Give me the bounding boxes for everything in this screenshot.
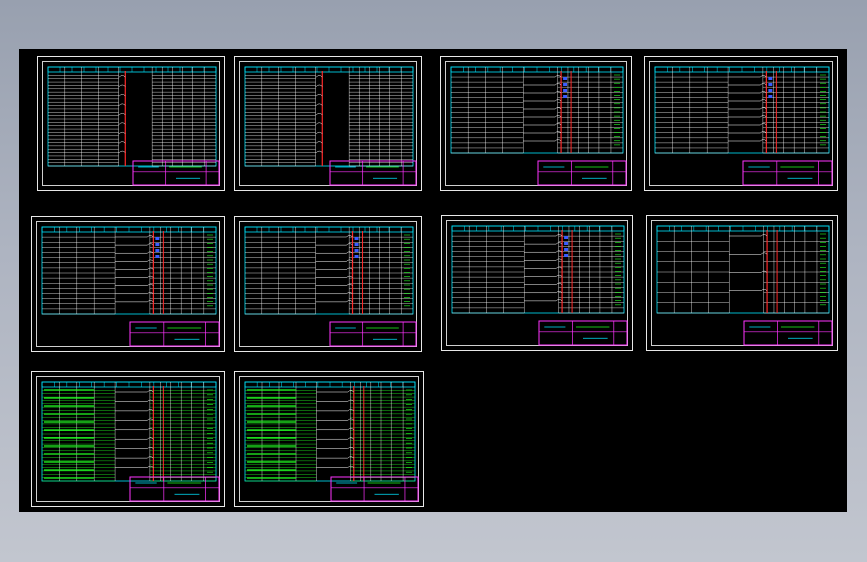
drawing-sheet-3[interactable] <box>440 56 632 191</box>
sheet-drawing <box>451 225 628 346</box>
sheet-border <box>446 220 628 346</box>
drawing-sheet-9[interactable] <box>31 371 225 507</box>
sheet-drawing <box>41 226 220 347</box>
sheet-drawing <box>654 66 833 186</box>
drawing-sheet-10[interactable] <box>234 371 424 507</box>
sheet-border <box>651 220 833 346</box>
sheet-drawing <box>656 225 833 346</box>
sheet-border <box>649 61 833 186</box>
drawing-sheet-5[interactable] <box>31 216 225 352</box>
sheet-border <box>445 61 627 186</box>
sheet-border <box>239 61 417 186</box>
sheet-drawing <box>41 381 220 502</box>
drawing-sheet-6[interactable] <box>234 216 422 352</box>
sheet-drawing <box>450 66 627 186</box>
drawing-sheet-4[interactable] <box>644 56 838 191</box>
sheet-border <box>36 376 220 502</box>
drawing-sheet-8[interactable] <box>646 215 838 351</box>
drawing-sheet-1[interactable] <box>37 56 225 191</box>
sheet-drawing <box>244 381 419 502</box>
sheet-drawing <box>244 66 417 186</box>
drawing-sheet-2[interactable] <box>234 56 422 191</box>
sheet-drawing <box>244 226 417 347</box>
sheet-border <box>239 376 419 502</box>
drawing-canvas[interactable] <box>19 49 847 512</box>
sheet-border <box>42 61 220 186</box>
sheet-border <box>239 221 417 347</box>
sheet-border <box>36 221 220 347</box>
drawing-sheet-7[interactable] <box>441 215 633 351</box>
sheet-drawing <box>47 66 220 186</box>
